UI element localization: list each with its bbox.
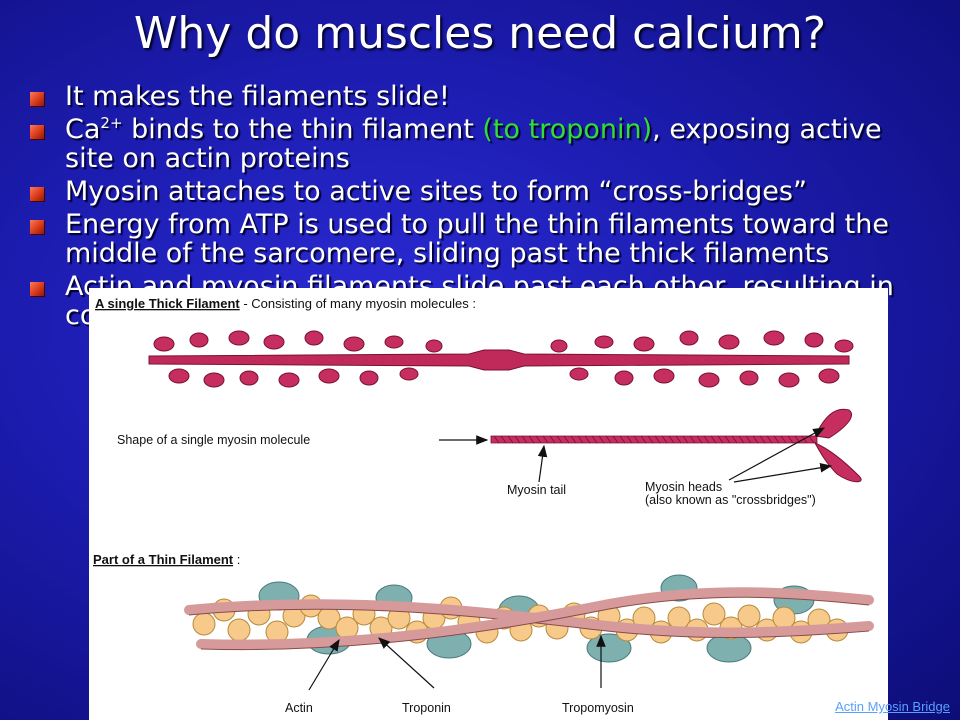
bullet-text-part: binds to the thin filament — [122, 114, 483, 145]
thin-filament-heading-colon: : — [233, 552, 240, 567]
filament-diagram: A single Thick Filament - Consisting of … — [89, 288, 888, 720]
myosin-molecule-drawing — [490, 408, 862, 483]
actin-arrow — [308, 638, 340, 691]
thin-filament-heading: Part of a Thin Filament : — [93, 552, 240, 567]
bullet-square-icon — [30, 92, 44, 106]
thin-filament-heading-bold: Part of a Thin Filament — [93, 552, 234, 567]
myosin-tail-arrow — [537, 444, 548, 483]
bullet-text: Ca2+ binds to the thin filament (to trop… — [65, 115, 930, 173]
filament-diagram-svg: A single Thick Filament - Consisting of … — [93, 296, 874, 715]
bullet-item: Myosin attaches to active sites to form … — [30, 177, 930, 206]
myosin-heads-arrow-lower — [733, 463, 833, 483]
thin-filament-drawing — [184, 574, 874, 663]
bullet-text-part: , exposing active site on actin proteins — [65, 114, 882, 174]
slide-title: Why do muscles need calcium? — [133, 8, 827, 59]
bullet-item: Ca2+ binds to the thin filament (to trop… — [30, 115, 930, 173]
myosin-heads-label: Myosin heads — [645, 480, 722, 494]
myosin-tail-label: Myosin tail — [507, 483, 566, 497]
troponin-arrow — [378, 637, 435, 689]
thick-filament-heading: A single Thick Filament - Consisting of … — [95, 296, 476, 311]
bullet-item: It makes the filaments slide! — [30, 82, 930, 111]
bullet-square-icon — [30, 187, 44, 201]
tropomyosin-label: Tropomyosin — [562, 701, 634, 715]
actin-label: Actin — [285, 701, 313, 715]
actin-myosin-bridge-link[interactable]: Actin Myosin Bridge — [835, 699, 950, 714]
thick-filament-drawing — [148, 330, 854, 388]
bullet-item: Energy from ATP is used to pull the thin… — [30, 210, 930, 268]
calcium-symbol: Ca — [65, 114, 101, 145]
troponin-highlight: (to troponin) — [482, 114, 653, 145]
bullet-square-icon — [30, 125, 44, 139]
bullet-text: Myosin attaches to active sites to form … — [65, 176, 807, 207]
myosin-heads-arrow-upper — [728, 427, 826, 481]
bullet-text: It makes the filaments slide! — [65, 81, 450, 112]
thick-filament-heading-bold: A single Thick Filament — [95, 296, 240, 311]
myosin-shape-label: Shape of a single myosin molecule — [117, 433, 310, 447]
myosin-heads-sublabel: (also known as "crossbridges") — [645, 493, 816, 507]
bullet-square-icon — [30, 282, 44, 296]
thick-filament-heading-rest: - Consisting of many myosin molecules : — [240, 296, 476, 311]
bullet-text: Energy from ATP is used to pull the thin… — [65, 209, 889, 269]
troponin-label: Troponin — [402, 701, 451, 715]
bullet-square-icon — [30, 220, 44, 234]
calcium-charge: 2+ — [100, 114, 123, 132]
